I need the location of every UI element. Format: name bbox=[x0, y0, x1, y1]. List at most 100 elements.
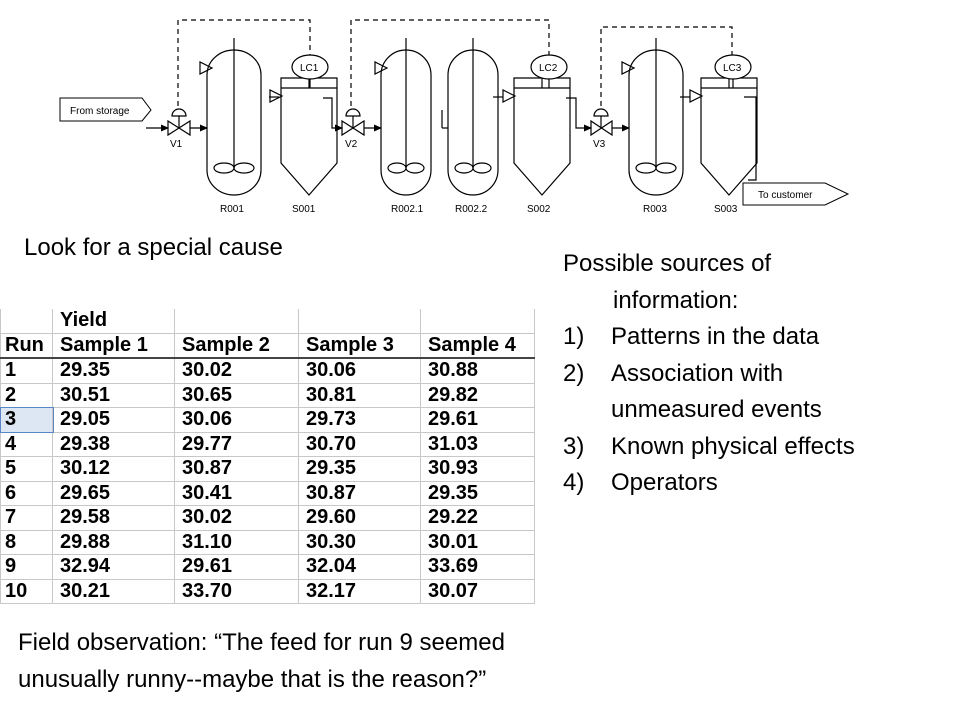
observation-line: Field observation: “The feed for run 9 s… bbox=[18, 629, 505, 656]
sample-cell[interactable]: 30.93 bbox=[420, 456, 535, 482]
sample-cell[interactable]: 29.61 bbox=[174, 554, 299, 580]
empty-cell[interactable] bbox=[420, 309, 535, 334]
sample-cell[interactable]: 29.05 bbox=[52, 407, 175, 433]
sample-cell[interactable]: 30.12 bbox=[52, 456, 175, 482]
list-text: unmeasured events bbox=[611, 396, 822, 423]
run-number-cell[interactable]: 1 bbox=[0, 357, 53, 384]
empty-cell[interactable] bbox=[298, 309, 421, 334]
valve-v2 bbox=[341, 108, 365, 137]
run-number-cell[interactable]: 8 bbox=[0, 529, 53, 555]
list-text: Association with bbox=[611, 359, 784, 387]
valve-label: V2 bbox=[345, 139, 358, 150]
reactor-label: R002.2 bbox=[455, 204, 488, 215]
sample-cell[interactable]: 29.35 bbox=[52, 357, 175, 384]
empty-cell[interactable] bbox=[174, 309, 299, 334]
column-header[interactable]: Sample 3 bbox=[298, 332, 421, 359]
controller-label: LC2 bbox=[539, 63, 558, 74]
list-number: 1) bbox=[563, 323, 585, 350]
sample-cell[interactable]: 30.65 bbox=[174, 382, 299, 408]
valve-label: V1 bbox=[170, 139, 183, 150]
sources-list: Possible sources of information: 1) Patt… bbox=[563, 246, 855, 502]
column-header[interactable]: Sample 2 bbox=[174, 332, 299, 359]
sample-cell[interactable]: 30.01 bbox=[420, 529, 535, 555]
sample-cell[interactable]: 30.06 bbox=[298, 357, 421, 384]
sample-cell[interactable]: 29.82 bbox=[420, 382, 535, 408]
sample-cell[interactable]: 30.87 bbox=[174, 456, 299, 482]
sample-cell[interactable]: 30.41 bbox=[174, 480, 299, 506]
sample-cell[interactable]: 29.58 bbox=[52, 505, 175, 531]
sample-cell[interactable]: 30.02 bbox=[174, 505, 299, 531]
run-number-cell[interactable]: 3 bbox=[0, 406, 54, 433]
sample-cell[interactable]: 30.30 bbox=[298, 529, 421, 555]
sources-items: 1) Patterns in the data 2) Association w… bbox=[563, 319, 855, 502]
run-number-cell[interactable]: 2 bbox=[0, 382, 53, 408]
list-number: 3) bbox=[563, 432, 585, 460]
group-header[interactable]: Yield bbox=[52, 309, 175, 334]
outlet-label: To customer bbox=[758, 190, 813, 201]
list-text: Patterns in the data bbox=[611, 323, 820, 350]
sample-cell[interactable]: 33.70 bbox=[174, 578, 299, 604]
list-text: Operators bbox=[611, 469, 718, 496]
run-number-cell[interactable]: 9 bbox=[0, 554, 53, 580]
run-number-cell[interactable]: 10 bbox=[0, 578, 53, 604]
sources-title: Possible sources of information: bbox=[563, 246, 855, 319]
column-header[interactable]: Sample 1 bbox=[52, 332, 175, 359]
run-number-cell[interactable]: 6 bbox=[0, 480, 53, 506]
sample-cell[interactable]: 29.35 bbox=[420, 480, 535, 506]
empty-cell[interactable] bbox=[0, 309, 53, 334]
valve-v3 bbox=[590, 108, 613, 137]
sample-cell[interactable]: 30.51 bbox=[52, 382, 175, 408]
sample-cell[interactable]: 29.38 bbox=[52, 431, 175, 457]
run-number-cell[interactable]: 5 bbox=[0, 456, 53, 482]
sample-cell[interactable]: 29.77 bbox=[174, 431, 299, 457]
run-number-cell[interactable]: 7 bbox=[0, 505, 53, 531]
sample-cell[interactable]: 30.21 bbox=[52, 578, 175, 604]
sample-cell[interactable]: 30.87 bbox=[298, 480, 421, 506]
sample-cell[interactable]: 29.65 bbox=[52, 480, 175, 506]
list-item: 3) Known physical effects bbox=[563, 429, 855, 466]
list-item: 2) Association with unmeasured events bbox=[563, 356, 855, 429]
controller-label: LC3 bbox=[723, 63, 742, 74]
sample-cell[interactable]: 32.17 bbox=[298, 578, 421, 604]
sample-cell[interactable]: 29.61 bbox=[420, 407, 535, 433]
sample-cell[interactable]: 30.70 bbox=[298, 431, 421, 457]
sample-cell[interactable]: 33.69 bbox=[420, 554, 535, 580]
sample-cell[interactable]: 31.10 bbox=[174, 529, 299, 555]
observation-line: unusually runny--maybe that is the reaso… bbox=[18, 666, 487, 693]
sample-cell[interactable]: 30.88 bbox=[420, 357, 535, 384]
reactor-label: R003 bbox=[643, 204, 667, 215]
sample-cell[interactable]: 29.22 bbox=[420, 505, 535, 531]
sources-title-line: information: bbox=[613, 286, 739, 314]
sample-cell[interactable]: 30.81 bbox=[298, 382, 421, 408]
reactor-r001 bbox=[199, 38, 262, 196]
reactor-r002-2 bbox=[441, 38, 499, 196]
sample-cell[interactable]: 32.04 bbox=[298, 554, 421, 580]
run-number-cell[interactable]: 4 bbox=[0, 431, 53, 457]
sample-cell[interactable]: 29.73 bbox=[298, 407, 421, 433]
column-header-run[interactable]: Run bbox=[0, 332, 53, 359]
sample-cell[interactable]: 32.94 bbox=[52, 554, 175, 580]
sample-cell[interactable]: 30.02 bbox=[174, 357, 299, 384]
inlet-arrow bbox=[59, 97, 152, 122]
reactor-label: R002.1 bbox=[391, 204, 424, 215]
list-item: 4) Operators bbox=[563, 465, 855, 502]
sample-cell[interactable]: 31.03 bbox=[420, 431, 535, 457]
sample-cell[interactable]: 30.06 bbox=[174, 407, 299, 433]
heading: Look for a special cause bbox=[24, 234, 283, 261]
valve-label: V3 bbox=[593, 139, 606, 150]
sample-cell[interactable]: 30.07 bbox=[420, 578, 535, 604]
sample-cell[interactable]: 29.60 bbox=[298, 505, 421, 531]
field-observation: Field observation: “The feed for run 9 s… bbox=[18, 624, 505, 698]
sample-cell[interactable]: 29.88 bbox=[52, 529, 175, 555]
column-header[interactable]: Sample 4 bbox=[420, 332, 535, 359]
sample-cell[interactable]: 29.35 bbox=[298, 456, 421, 482]
